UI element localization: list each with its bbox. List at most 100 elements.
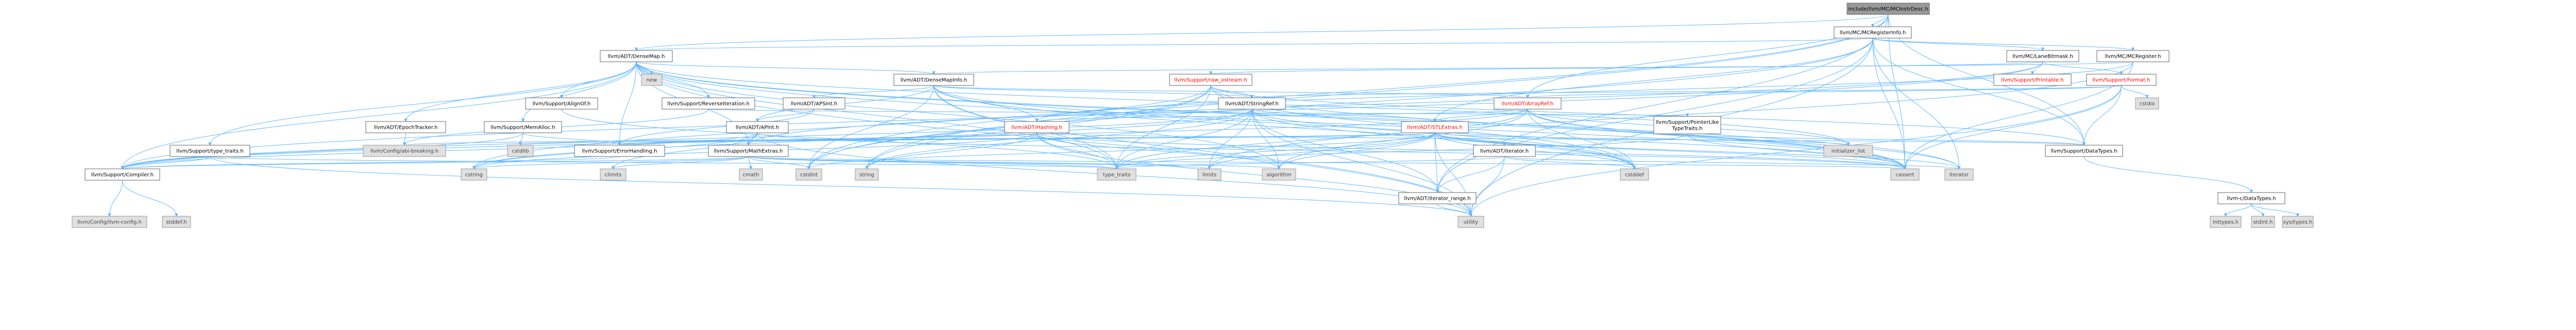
edge-stringref-to-cstddef xyxy=(1251,109,1635,169)
node-llvmc_datatypes-label: llvm-c/DataTypes.h xyxy=(2227,196,2276,202)
node-iterator[interactable]: llvm/ADT/iterator.h xyxy=(1473,145,1536,157)
node-epochtracker[interactable]: llvm/ADT/EpochTracker.h xyxy=(365,121,446,133)
node-datatypes-label: llvm/Support/DataTypes.h xyxy=(2050,149,2117,154)
node-hashing[interactable]: llvm/ADT/Hashing.h xyxy=(1004,121,1070,133)
node-root[interactable]: include/llvm/MC/MCInstrDesc.h xyxy=(1846,3,1930,15)
node-iteratorrange[interactable]: llvm/ADT/iterator_range.h xyxy=(1398,192,1477,204)
node-initlist-box xyxy=(1823,145,1873,157)
node-utility-box xyxy=(1458,216,1484,228)
edge-rawostream-to-type_traits xyxy=(1117,85,1211,169)
edge-stlextras-to-cassert xyxy=(1434,132,1905,169)
node-mcregister[interactable]: llvm/MC/MCRegister.h xyxy=(2096,50,2170,62)
node-rawostream[interactable]: llvm/Support/raw_ostream.h xyxy=(1169,74,1252,86)
edge-stlextras-to-iteratorrange xyxy=(1434,132,1437,193)
node-alignof[interactable]: llvm/Support/AlignOf.h xyxy=(525,97,598,110)
edge-lanebitmask-to-format xyxy=(2042,61,2122,74)
node-errorhandling-box xyxy=(574,145,665,157)
node-mcregisterinfo[interactable]: llvm/MC/MCRegisterInfo.h xyxy=(1834,26,1912,39)
edge-arrayref-to-algorithm xyxy=(1279,109,1528,169)
edge-densemapinfo-to-cstddef xyxy=(934,85,1635,169)
node-cstddef-label: cstddef xyxy=(1625,172,1644,178)
node-stddef-box xyxy=(162,216,191,228)
node-rawostream-label: llvm/Support/raw_ostream.h xyxy=(1174,78,1247,83)
edge-iterator-to-type_traits xyxy=(1117,156,1505,169)
node-stlextras[interactable]: llvm/ADT/STLExtras.h xyxy=(1401,121,1469,133)
node-format-box xyxy=(2086,74,2157,86)
node-datatypes[interactable]: llvm/Support/DataTypes.h xyxy=(2045,145,2123,157)
edge-arrayref-to-type_traits xyxy=(1117,109,1528,169)
edge-mathextras-to-type_traits xyxy=(748,156,1117,169)
edge-mathextras-to-cstring xyxy=(474,156,749,169)
node-stringref-label: llvm/ADT/StringRef.h xyxy=(1225,101,1278,107)
node-densemap[interactable]: llvm/ADT/DenseMap.h xyxy=(600,50,673,62)
node-format[interactable]: llvm/Support/Format.h xyxy=(2086,74,2157,86)
node-cstdlib-box xyxy=(507,145,534,157)
node-compiler[interactable]: llvm/Support/Compiler.h xyxy=(84,168,160,181)
node-stddef-label: stddef.h xyxy=(166,220,187,225)
node-algorithm: algorithm xyxy=(1262,168,1296,181)
edge-densemapinfo-to-apint xyxy=(757,85,934,121)
node-string-box xyxy=(855,168,879,181)
node-stlextras-box xyxy=(1401,121,1469,133)
node-stddef: stddef.h xyxy=(162,216,191,228)
node-configabi: llvm/Config/abi-breaking.h xyxy=(363,145,446,157)
edge-errorhandling-to-compiler xyxy=(123,156,620,169)
node-inttypes-box xyxy=(2210,216,2242,228)
node-reverseiteration-label: llvm/Support/ReverseIteration.h xyxy=(667,101,750,107)
node-cstddef: cstddef xyxy=(1620,168,1649,181)
node-cstdio-box xyxy=(2135,97,2159,110)
edge-stringref-to-limits xyxy=(1210,109,1252,169)
node-root-box xyxy=(1846,3,1930,15)
edge-root-to-string xyxy=(867,14,1889,169)
node-stringref[interactable]: llvm/ADT/StringRef.h xyxy=(1218,97,1286,110)
node-limits-box xyxy=(1197,168,1222,181)
node-type_traits-box xyxy=(1097,168,1137,181)
edge-hashing-to-datatypes xyxy=(1037,132,2084,145)
node-cstdio: cstdio xyxy=(2135,97,2159,110)
edge-arrayref-to-cassert xyxy=(1527,109,1905,169)
edge-mathextras-to-limits xyxy=(748,156,1210,169)
edge-apsint-to-errorhandling xyxy=(620,109,815,145)
node-iteratorrange-label: llvm/ADT/iterator_range.h xyxy=(1404,196,1470,202)
edge-stlextras-to-cstdlib xyxy=(520,132,1435,145)
edge-reverseiteration-to-pointerlike xyxy=(708,109,1687,116)
node-iteratorrange-box xyxy=(1398,192,1477,204)
node-stdint-label: stdint.h xyxy=(2253,220,2273,225)
node-typetraitsh-label: llvm/Support/type_traits.h xyxy=(176,149,243,154)
edge-mathextras-to-cassert xyxy=(748,156,1905,169)
edge-stringref-to-stlextras xyxy=(1251,109,1435,121)
node-compiler-label: llvm/Support/Compiler.h xyxy=(91,172,154,178)
node-cassert-label: cassert xyxy=(1895,172,1914,178)
node-root-label: include/llvm/MC/MCInstrDesc.h xyxy=(1848,7,1928,12)
node-apsint[interactable]: llvm/ADT/APSInt.h xyxy=(783,97,845,110)
node-memalloc[interactable]: llvm/Support/MemAlloc.h xyxy=(484,121,562,133)
node-cmath: cmath xyxy=(739,168,763,181)
edge-mcregister-to-limits xyxy=(1210,61,2133,169)
node-compiler-box xyxy=(84,168,160,181)
node-limits-label: limits xyxy=(1202,172,1216,178)
node-lanebitmask-box xyxy=(2006,50,2079,62)
node-configabi-label: llvm/Config/abi-breaking.h xyxy=(370,149,438,154)
node-lanebitmask[interactable]: llvm/MC/LaneBitmask.h xyxy=(2006,50,2079,62)
edge-densemap-to-type_traits xyxy=(636,61,1117,169)
node-densemapinfo[interactable]: llvm/ADT/DenseMapInfo.h xyxy=(893,74,974,86)
node-errorhandling[interactable]: llvm/Support/ErrorHandling.h xyxy=(574,145,665,157)
node-epochtracker-label: llvm/ADT/EpochTracker.h xyxy=(374,125,438,131)
node-llvmc_datatypes[interactable]: llvm-c/DataTypes.h xyxy=(2217,192,2285,204)
node-configabi-box xyxy=(363,145,446,157)
node-printable[interactable]: llvm/Support/Printable.h xyxy=(1993,74,2072,86)
edge-mcregisterinfo-to-cassert xyxy=(1872,38,1905,169)
node-arrayref[interactable]: llvm/ADT/ArrayRef.h xyxy=(1494,97,1562,110)
edge-lanebitmask-to-mathextras xyxy=(749,61,2043,145)
edge-densemap-to-densemapinfo xyxy=(636,61,934,74)
node-mathextras[interactable]: llvm/Support/MathExtras.h xyxy=(708,145,789,157)
edge-mcregisterinfo-to-stlextras xyxy=(1435,38,1873,121)
edge-llvmc_datatypes-to-inttypes xyxy=(2226,203,2252,216)
node-cstring: cstring xyxy=(461,168,487,181)
node-reverseiteration[interactable]: llvm/Support/ReverseIteration.h xyxy=(662,97,755,110)
edge-pointerlike-to-cassert xyxy=(1687,133,1905,169)
node-typetraitsh[interactable]: llvm/Support/type_traits.h xyxy=(170,145,250,157)
node-apint[interactable]: llvm/ADT/APInt.h xyxy=(726,121,789,133)
node-densemap-box xyxy=(600,50,673,62)
